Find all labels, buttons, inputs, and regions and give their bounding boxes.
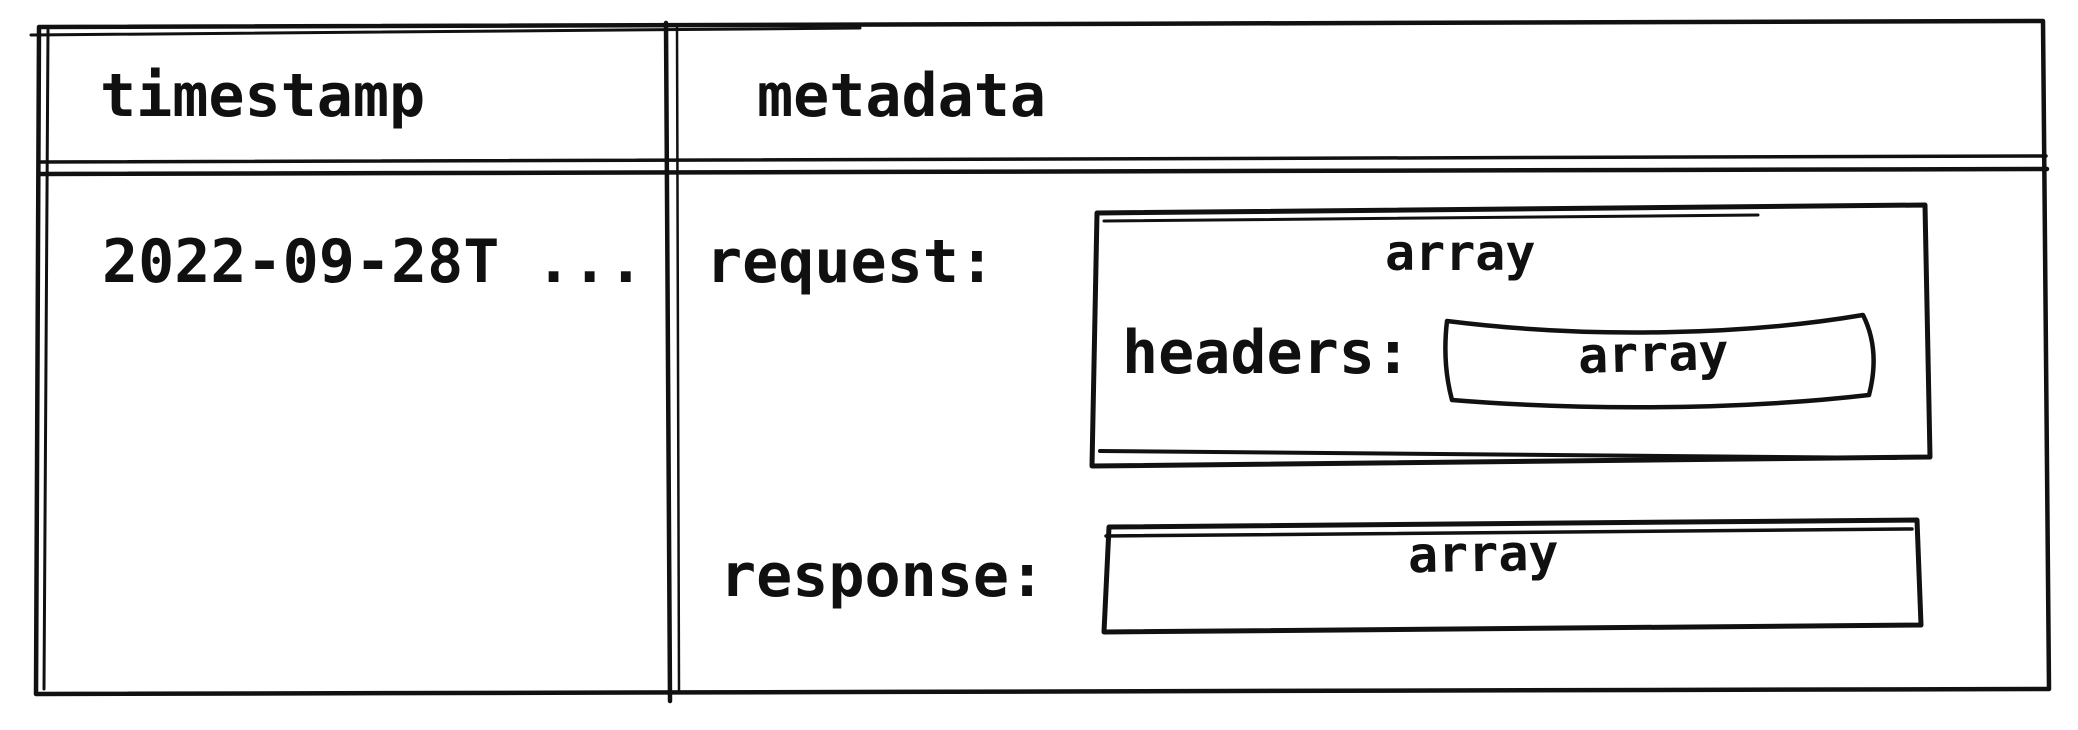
header-separator-line-2 [36, 166, 2050, 177]
table-outline-top-second-stroke [29, 26, 862, 37]
headers-field-label: headers: [1122, 318, 1411, 388]
response-array-box-top-second-stroke [1104, 527, 1914, 538]
column-header-timestamp: timestamp [100, 61, 426, 131]
column-header-metadata: metadata [757, 61, 1046, 131]
request-array-box [1089, 202, 1933, 469]
request-field-label: request: [706, 227, 995, 297]
request-array-box-bottom-second-stroke [1098, 449, 1898, 460]
request-array-type-label: array [1385, 224, 1536, 282]
request-array-box-top-second-stroke [1102, 213, 1760, 223]
headers-array-box [1443, 312, 1876, 410]
response-array-type-label: array [1407, 523, 1560, 585]
headers-array-type-label: array [1577, 323, 1730, 385]
column-divider-second-stroke [675, 24, 681, 693]
cell-timestamp-value: 2022-09-28T ... [102, 227, 644, 297]
response-array-box [1101, 517, 1924, 635]
response-field-label: response: [720, 541, 1046, 611]
table-outline-left-second-stroke [42, 28, 50, 691]
column-divider [663, 20, 673, 704]
table-outline [33, 18, 2052, 697]
header-separator-line-1 [37, 154, 2048, 164]
